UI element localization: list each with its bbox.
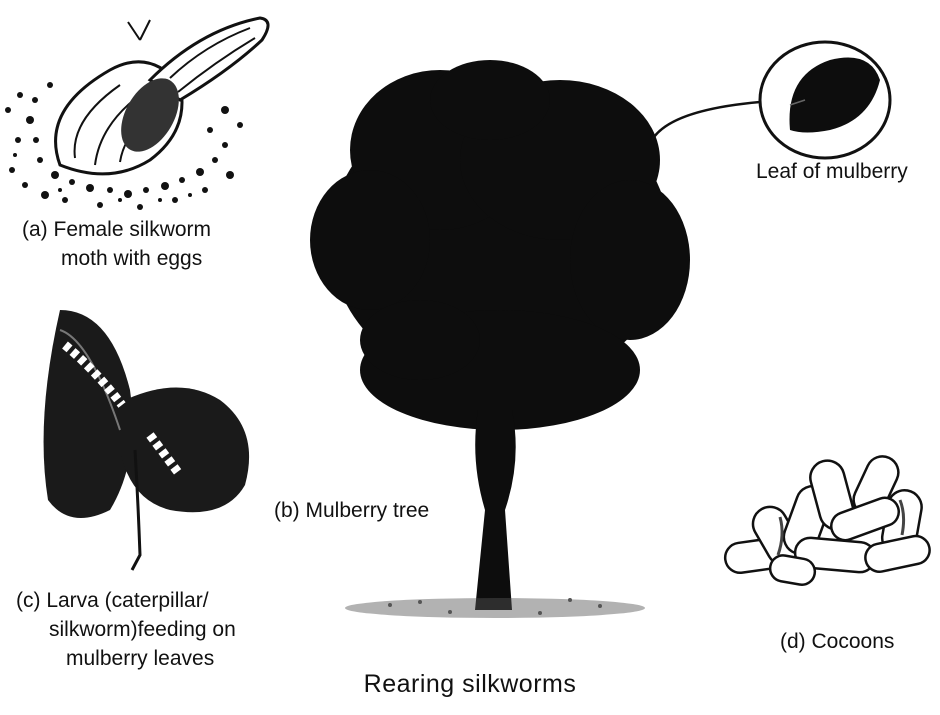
larva-caption-line2: silkworm)feeding on [49,615,236,644]
silkworm-moth [56,18,268,174]
cocoon-group [723,451,932,587]
cocoons-illustration [720,445,940,595]
larva-on-leaves-illustration [20,300,260,580]
diagram-title: Rearing silkworms [0,670,940,699]
leaf-callout-illustration [640,30,940,170]
callout-connector-line [652,102,760,140]
tree-canopy [310,60,690,430]
tree-caption: (b) Mulberry tree [274,496,429,525]
mulberry-leaf-left [44,310,133,518]
larva-caption-line3: mulberry leaves [66,644,214,673]
larva-caption-line1: (c) Larva (caterpillar/ [16,586,209,615]
ground-grass [345,598,645,618]
moth-caption-line1: (a) Female silkworm [22,215,211,244]
moth-with-eggs-illustration [0,0,290,215]
mulberry-leaf-right [120,388,249,513]
moth-caption-line2: moth with eggs [61,244,202,273]
tree-trunk [475,410,516,610]
leaf-caption: Leaf of mulberry [756,157,908,186]
cocoons-caption: (d) Cocoons [780,627,894,656]
